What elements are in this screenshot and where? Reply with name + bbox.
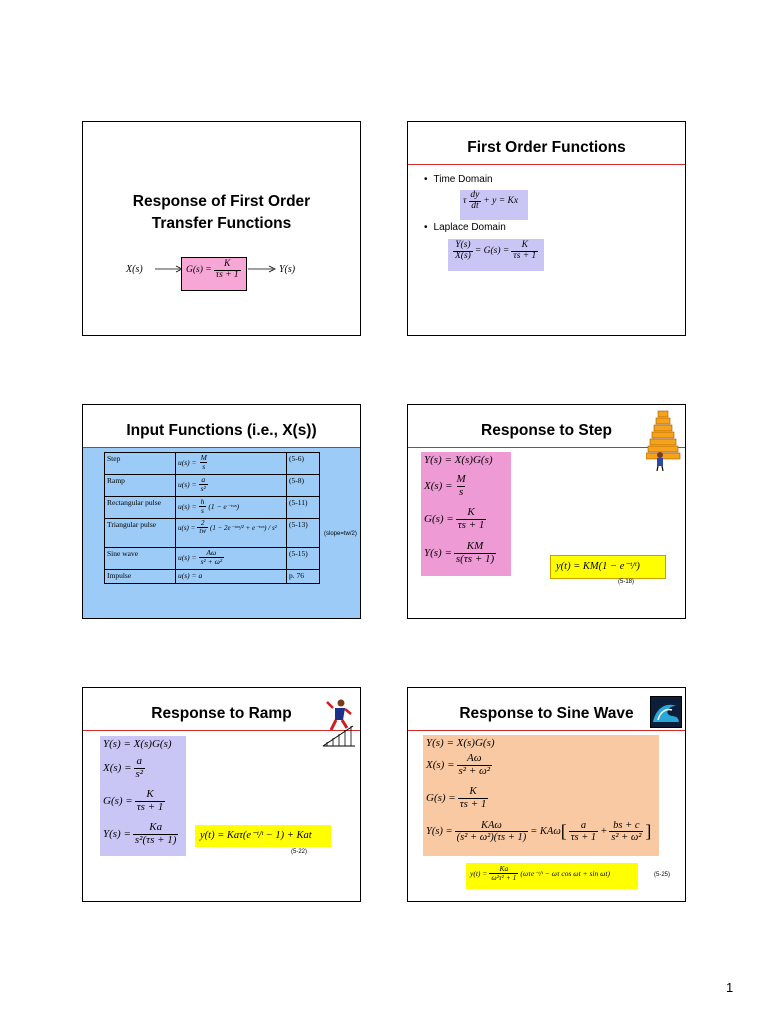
slide-3: Input Functions (i.e., X(s)) Step u(s) =… [82, 404, 361, 619]
page-number: 1 [726, 980, 734, 995]
input-label: X(s) [126, 264, 143, 275]
slide-6-title: Response to Sine Wave [459, 705, 634, 722]
equation-ref: (5-25) [654, 872, 671, 878]
ramp-response-result: y(t) = Kaτ(e⁻ᵗ/ᵗ − 1) + Kat [195, 825, 331, 847]
equation-ref: (5-22) [291, 849, 308, 855]
title-rule [408, 164, 685, 165]
slide-4: Response to Step Y(s) = X(s)G(s) X(s) =M… [407, 404, 686, 619]
slide-6: Response to Sine Wave Y(s) = X(s)G(s) X(… [407, 687, 686, 902]
bullet-time-domain: •Time Domain [424, 174, 493, 185]
wave-icon [650, 696, 682, 728]
step-response-result: y(t) = KM(1 − e⁻ᵗ/ᵗ) [550, 555, 666, 579]
title-rule [83, 730, 360, 731]
table-row: Impulse u(s) = a p. 76 [104, 569, 320, 584]
title-rule [83, 447, 360, 448]
arrow-in-icon [155, 265, 183, 273]
slide-5: Response to Ramp Y(s) = X(s)G(s) X(s) =a… [82, 687, 361, 902]
slide-1-title: Response of First Order Transfer Functio… [132, 193, 311, 232]
slide-1: Response of First Order Transfer Functio… [82, 121, 361, 336]
title-rule [408, 730, 685, 731]
output-label: Y(s) [279, 264, 296, 275]
arrow-out-icon [248, 265, 276, 273]
slide-2-title: First Order Functions [467, 139, 626, 156]
slope-note: (slope=tw/2) [324, 531, 357, 537]
equation-ref: (5-18) [618, 579, 635, 585]
bullet-laplace-domain: •Laplace Domain [424, 222, 506, 233]
slide-4-title: Response to Step [481, 422, 612, 439]
stairs-person-icon [646, 410, 681, 471]
title-rule [408, 447, 685, 448]
slide-5-title: Response to Ramp [151, 705, 292, 722]
stair-climber-icon [322, 699, 355, 747]
slide-3-title: Input Functions (i.e., X(s)) [126, 422, 317, 439]
